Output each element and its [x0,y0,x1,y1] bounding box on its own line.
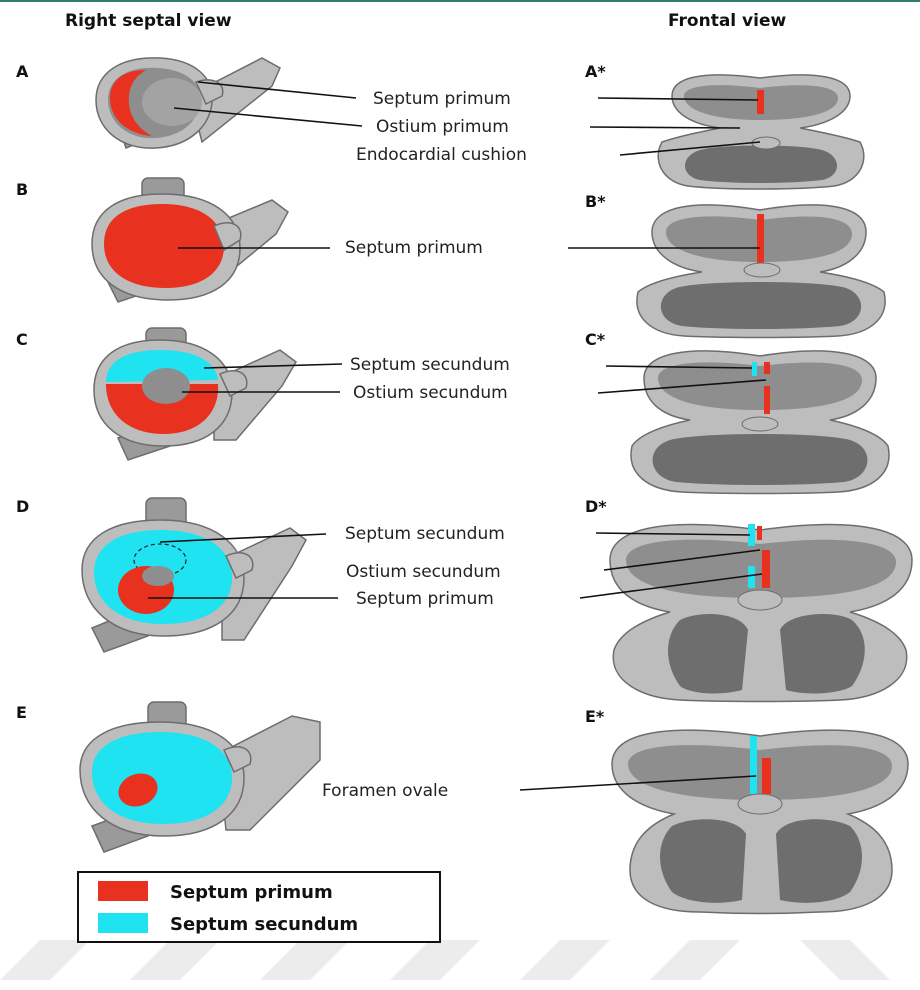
label-a-ostium-primum: Ostium primum [376,117,509,137]
legend-swatch-septum-secundum [98,913,148,933]
panel-letter-d-star: D* [585,497,607,516]
legend-label-septum-primum: Septum primum [170,882,333,903]
panel-letter-c: C [16,330,28,349]
frontal-view-e [612,730,908,913]
label-c-septum-secundum: Septum secundum [350,355,510,375]
septal-view-b [92,178,288,302]
legend: Septum primum Septum secundum [78,872,440,942]
label-c-ostium-secundum: Ostium secundum [353,383,508,403]
panel-letter-b: B [16,180,28,199]
watermark [0,940,890,980]
panel-letter-e: E [16,703,27,722]
septal-view-e [80,702,320,852]
frontal-view-b [637,205,885,338]
label-d-ostium-secundum: Ostium secundum [346,562,501,582]
septal-view-c [94,328,296,460]
septal-view-a [96,58,280,148]
leader-line [590,127,740,128]
label-b-septum-primum: Septum primum [345,238,483,258]
panel-letter-e-star: E* [585,707,605,726]
label-e-foramen-ovale: Foramen ovale [322,781,448,801]
panel-letter-b-star: B* [585,192,606,211]
frontal-view-a [658,75,864,189]
panel-letter-c-star: C* [585,330,606,349]
header-right-septal-view: Right septal view [65,11,232,31]
frontal-view-c [631,351,889,494]
label-d-septum-primum: Septum primum [356,589,494,609]
label-a-septum-primum: Septum primum [373,89,511,109]
label-d-septum-secundum: Septum secundum [345,524,505,544]
label-a-endocardial-cushion: Endocardial cushion [356,145,527,165]
legend-label-septum-secundum: Septum secundum [170,914,358,935]
header-frontal-view: Frontal view [668,11,786,31]
frontal-view-d [610,524,912,702]
panel-letter-d: D [16,497,29,516]
panel-letter-a-star: A* [585,62,606,81]
panel-letter-a: A [16,62,29,81]
legend-swatch-septum-primum [98,881,148,901]
septal-view-d [82,498,306,652]
